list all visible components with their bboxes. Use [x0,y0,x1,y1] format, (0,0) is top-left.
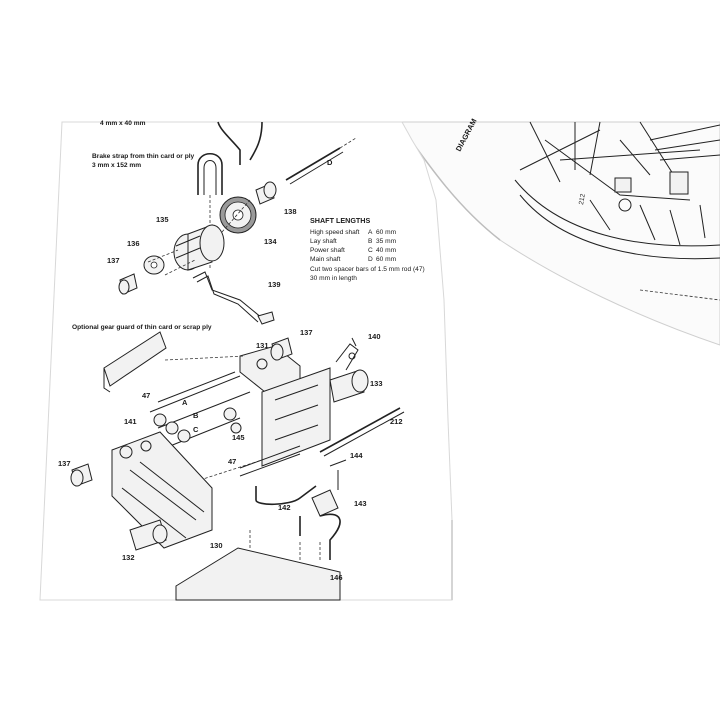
shaft-row-name: Power shaft [310,247,345,254]
label-142: 142 [278,503,291,512]
caption-gear-guard: Optional gear guard of thin card or scra… [72,324,212,331]
label-131: 131 [256,341,269,350]
label-140: 140 [368,332,381,341]
shaft-lengths-table: SHAFT LENGTHS High speed shaft A 60 mm L… [310,216,425,282]
label-143: 143 [354,499,367,508]
label-130: 130 [210,541,223,550]
label-132: 132 [122,553,135,562]
shaft-row-name: Main shaft [310,256,341,263]
label-136: 136 [127,239,140,248]
label-137b: 137 [300,328,313,337]
label-146: 146 [330,573,343,582]
shaft-row-code: C [368,247,373,254]
label-141: 141 [124,417,137,426]
lower-exploded-drawing [70,331,405,601]
right-page-diagram [514,121,720,301]
label-134: 134 [264,237,277,246]
shaft-row-code: B [368,238,373,245]
label-A: A [182,398,188,407]
label-145: 145 [232,433,245,442]
shaft-row-length: 60 mm [376,229,397,236]
label-138: 138 [284,207,297,216]
right-page: DIAGRAM 212 [397,117,720,346]
shaft-row-length: 35 mm [376,238,397,245]
shaft-row-name: High speed shaft [310,229,360,236]
part-labels: 135 136 137 134 138 D 139 137 140 131 13… [58,158,403,582]
shaft-lengths-heading: SHAFT LENGTHS [310,216,370,225]
shaft-row-name: Lay shaft [310,238,337,245]
shaft-row-length: 60 mm [376,256,397,263]
shaft-note-2: 30 mm in length [310,275,357,282]
label-139: 139 [268,280,281,289]
shaft-row-length: 40 mm [376,247,397,254]
label-47b: 47 [228,457,236,466]
label-137a: 137 [107,256,120,265]
shaft-row-code: A [368,229,373,236]
right-page-label-212: 212 [578,193,587,205]
label-133: 133 [370,379,383,388]
upper-exploded-drawing [118,121,357,325]
label-47a: 47 [142,391,150,400]
label-144: 144 [350,451,363,460]
label-C: C [193,425,199,434]
label-212: 212 [390,417,403,426]
label-137c: 137 [58,459,71,468]
caption-brake-strap-2: 3 mm x 152 mm [92,162,141,169]
caption-rod-size: 4 mm x 40 mm [100,120,146,127]
caption-brake-strap-1: Brake strap from thin card or ply [92,153,195,160]
label-B: B [193,411,199,420]
label-135: 135 [156,215,169,224]
label-D: D [327,158,333,167]
shaft-note-1: Cut two spacer bars of 1.5 mm rod (47) [310,266,425,273]
shaft-row-code: D [368,256,373,263]
